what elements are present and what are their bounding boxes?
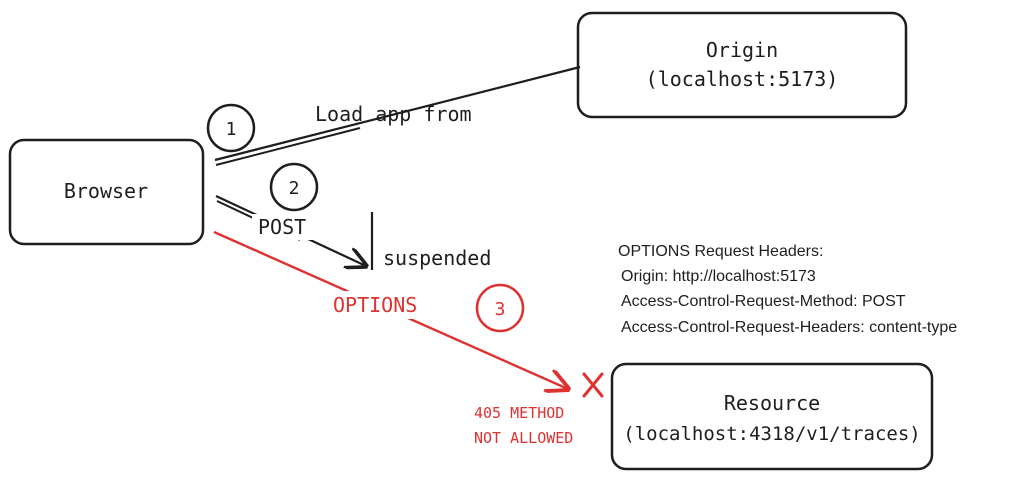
step2-state: suspended <box>383 246 491 270</box>
resource-title: Resource <box>724 391 820 415</box>
resource-node: Resource (localhost:4318/v1/traces) <box>610 362 934 471</box>
headers-title: OPTIONS Request Headers: <box>618 243 823 260</box>
error-line-2: NOT ALLOWED <box>474 429 573 447</box>
header-line: Origin: http://localhost:5173 <box>621 268 816 285</box>
step3-badge: 3 <box>475 283 525 333</box>
step1-badge: 1 <box>206 103 256 153</box>
step2-label: POST <box>258 215 306 239</box>
browser-node: Browser <box>8 138 205 246</box>
origin-host: (localhost:5173) <box>646 67 839 91</box>
resource-host: (localhost:4318/v1/traces) <box>623 423 920 445</box>
step3-number: 3 <box>495 299 506 320</box>
origin-node: Origin (localhost:5173) <box>576 11 908 119</box>
header-line: Access-Control-Request-Method: POST <box>621 293 906 310</box>
step1-connector <box>214 65 581 166</box>
step1-number: 1 <box>226 119 237 140</box>
step2-badge: 2 <box>269 162 319 212</box>
step1-label: Load app from <box>315 102 472 126</box>
options-label-backdrop <box>328 291 452 319</box>
headers-note: OPTIONS Request Headers: Origin: http://… <box>618 243 957 336</box>
post-label-backdrop <box>252 214 328 240</box>
step3-label: OPTIONS <box>333 293 417 317</box>
browser-label: Browser <box>64 179 148 203</box>
origin-title: Origin <box>706 38 778 62</box>
header-line: Access-Control-Request-Headers: content-… <box>621 319 957 336</box>
step2-number: 2 <box>289 178 300 199</box>
error-line-1: 405 METHOD <box>474 404 564 422</box>
blocked-x-icon <box>582 372 604 398</box>
